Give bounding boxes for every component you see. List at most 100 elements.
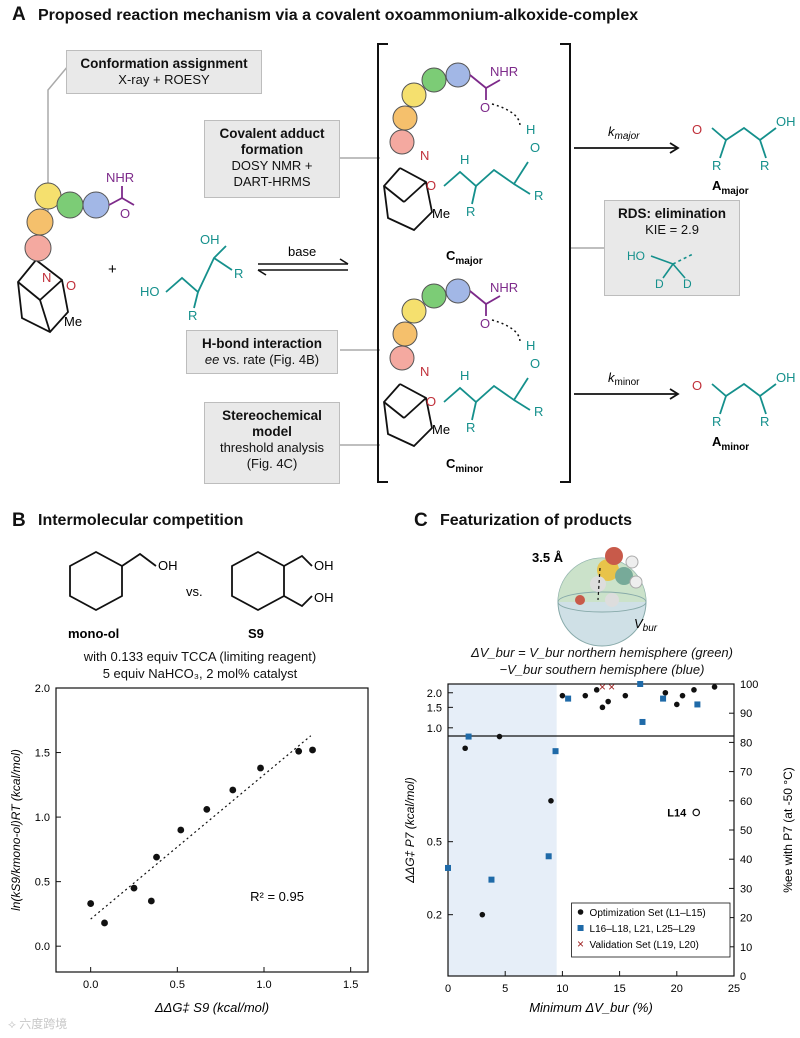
covalent-box-title: Covalent adduct formation	[219, 126, 325, 157]
x-tick-label: 0.5	[170, 979, 185, 991]
y-tick-label: 1.5	[35, 748, 50, 760]
o-label-start: O	[120, 206, 130, 221]
optimization-point	[674, 701, 680, 708]
mechanism-scheme: NHR O N O Me + OH HO R R base NHR O H O	[17, 43, 796, 483]
conditions-text: with 0.133 equiv TCCA (limiting reagent)…	[0, 648, 400, 682]
o2-label-cmajor: O	[530, 140, 540, 155]
stereo-box-line2: (Fig. 4C)	[246, 456, 298, 471]
a-minor-r2-label: R	[760, 414, 769, 429]
conditions-line2: 5 equiv NaHCO₃, 2 mol% catalyst	[102, 666, 298, 681]
diol-oh-label: OH	[200, 232, 220, 247]
k-minor-label: kminor	[608, 370, 640, 388]
a-minor-structure	[711, 382, 777, 415]
l16-series-point	[552, 748, 559, 755]
covalent-box-line2: DART-HRMS	[233, 174, 311, 189]
conformation-connector	[47, 65, 69, 215]
optimization-point	[548, 798, 554, 804]
rds-deuterium-structure: HO D D	[627, 249, 694, 291]
plus-sign: +	[108, 261, 117, 278]
panel-b-letter: B	[12, 510, 26, 531]
legend-entry: L16–L18, L21, L25–L29	[590, 924, 696, 935]
equilibrium-arrows	[257, 258, 349, 276]
y-axis-title: ln(kS9/kmono-ol)RT (kcal/mol)	[9, 749, 23, 911]
legend-marker-validation: ×	[577, 937, 584, 951]
r1-label-cmajor: R	[466, 204, 475, 219]
a-minor-o-label: O	[692, 378, 702, 393]
data-point	[309, 746, 316, 754]
h-label-cminor: H	[526, 338, 535, 353]
a-major-o-label: O	[692, 122, 702, 137]
hbond-box-title: H-bond interaction	[202, 336, 322, 351]
a-major-oh-label: OH	[776, 114, 796, 129]
me-label-cminor: Me	[432, 422, 450, 437]
optimization-point	[462, 745, 468, 752]
optimization-point	[679, 692, 686, 699]
h2-label-cminor: H	[460, 368, 469, 383]
x-tick-label: 5	[502, 983, 508, 995]
optimization-point	[559, 692, 566, 699]
r2-label-cminor: R	[534, 404, 543, 419]
l14-point	[692, 808, 701, 817]
vbur-equation: ΔV_bur = V_bur northern hemisphere (gree…	[404, 644, 800, 678]
y-tick-label: 1.0	[35, 812, 50, 824]
me-label-cmajor: Me	[432, 206, 450, 221]
left-tick-label: 0.5	[427, 837, 442, 849]
rds-ho-label: HO	[627, 249, 645, 263]
plot-frame	[55, 687, 369, 973]
s9-oh2-label: OH	[314, 590, 334, 605]
diol-r2-label: R	[188, 308, 197, 323]
base-label: base	[288, 244, 316, 259]
validation-point: ×	[608, 680, 615, 694]
n-label-cminor: N	[420, 364, 429, 379]
n-label-cmajor: N	[420, 148, 429, 163]
right-tick-label: 70	[740, 767, 752, 779]
a-minor-label: Aminor	[712, 434, 749, 453]
vbur-equation-line1: ΔV_bur = V_bur northern hemisphere (gree…	[470, 645, 733, 660]
hbond-box-text: vs. rate (Fig. 4B)	[219, 352, 320, 367]
left-tick-label: 1.0	[427, 723, 442, 735]
right-tick-label: 90	[740, 708, 752, 720]
stereo-box-title: Stereochemical model	[222, 408, 322, 439]
data-point	[229, 786, 237, 794]
right-tick-label: 60	[740, 796, 752, 808]
competition-structures: OH OH OH vs. mono-ol S9	[68, 550, 334, 641]
vbur-equation-line2: −V_bur southern hemisphere (blue)	[499, 662, 705, 677]
x-tick-label: 20	[671, 983, 683, 995]
rds-box-title: RDS: elimination	[617, 206, 726, 221]
c-major-label: Cmajor	[446, 248, 483, 267]
optimization-point	[496, 733, 503, 740]
a-minor-r1-label: R	[712, 414, 721, 429]
data-point	[203, 805, 211, 813]
nhr-label-cminor: NHR	[490, 280, 518, 295]
rds-box: RDS: elimination KIE = 2.9 HO D D	[604, 200, 740, 296]
r1-label-cminor: R	[466, 420, 475, 435]
hbond-box-ee: ee	[204, 352, 220, 367]
right-tick-label: 10	[740, 942, 752, 954]
y-tick-label: 0.0	[35, 941, 50, 953]
a-major-structure	[711, 126, 777, 159]
optimization-point	[593, 687, 600, 693]
legend-entry: Optimization Set (L1–L15)	[590, 908, 706, 919]
conditions-line1: with 0.133 equiv TCCA (limiting reagent)	[83, 649, 317, 664]
vs-label: vs.	[186, 584, 203, 599]
data-point	[153, 853, 160, 861]
r-squared-annotation: R² = 0.95	[250, 889, 304, 904]
nhr-label-cmajor: NHR	[490, 64, 518, 79]
optimization-point	[662, 689, 669, 696]
catalyst-cage-start	[17, 259, 69, 334]
rds-box-text: KIE = 2.9	[645, 222, 699, 237]
vbur-sphere-illustration: 3.5 Å Vbur	[532, 547, 658, 647]
x-tick-label: 25	[728, 983, 740, 995]
legend-entry: Validation Set (L19, L20)	[590, 940, 699, 951]
optimization-point	[599, 704, 606, 711]
y-tick-label: 0.5	[35, 877, 50, 889]
diol-r1-label: R	[234, 266, 243, 281]
l16-series-point	[445, 864, 451, 871]
l16-series-point	[660, 695, 667, 702]
data-point	[130, 884, 138, 892]
a-major-r2-label: R	[760, 158, 769, 173]
data-point	[101, 919, 108, 927]
rds-connector	[569, 198, 605, 249]
right-axis-title: %ee with P7 (at -50 °C)	[781, 767, 795, 893]
